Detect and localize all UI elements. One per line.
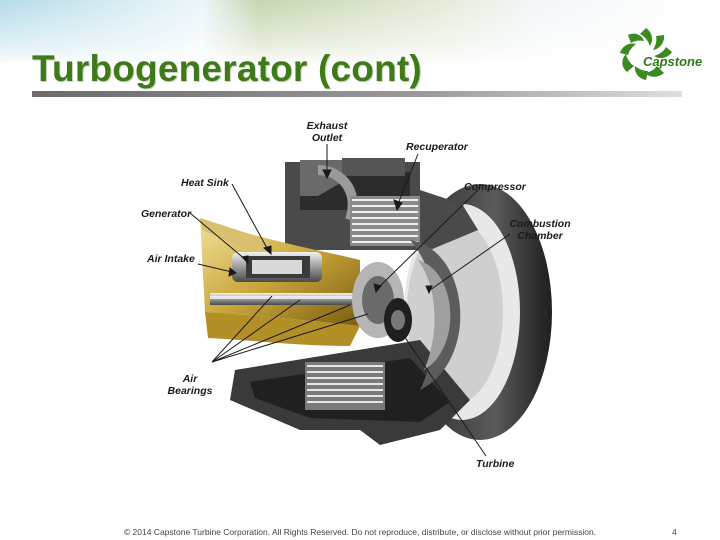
label-air-intake: Air Intake	[147, 253, 195, 265]
label-generator: Generator	[141, 208, 192, 220]
title-underline	[32, 91, 682, 97]
label-air-bearings: Air Bearings	[167, 373, 213, 397]
label-recuperator: Recuperator	[406, 141, 468, 153]
label-exhaust-outlet: Exhaust Outlet	[306, 120, 348, 144]
label-combustion-chamber: Combustion Chamber	[509, 218, 571, 242]
label-heat-sink: Heat Sink	[181, 177, 229, 189]
compressor-turbine-wheels	[352, 262, 412, 342]
footer-copyright-text: © 2014 Capstone Turbine Corporation. All…	[123, 527, 597, 537]
recuperator-fins-bottom	[305, 362, 385, 410]
footer-copyright: © 2014 Capstone Turbine Corporation. All…	[0, 527, 720, 537]
capstone-logo-text: Capstone	[643, 54, 703, 69]
slide-title: Turbogenerator (cont)	[32, 48, 422, 89]
page-number: 4	[672, 527, 677, 537]
label-turbine: Turbine	[476, 458, 515, 470]
turbogenerator-cutaway-diagram	[189, 144, 552, 457]
label-compressor: Compressor	[464, 181, 526, 193]
recuperator-fins-top	[350, 196, 420, 246]
capstone-logo-icon	[620, 28, 672, 80]
header-banner-fade	[0, 0, 720, 62]
generator-assembly	[232, 252, 322, 282]
leader-lines	[189, 144, 511, 457]
